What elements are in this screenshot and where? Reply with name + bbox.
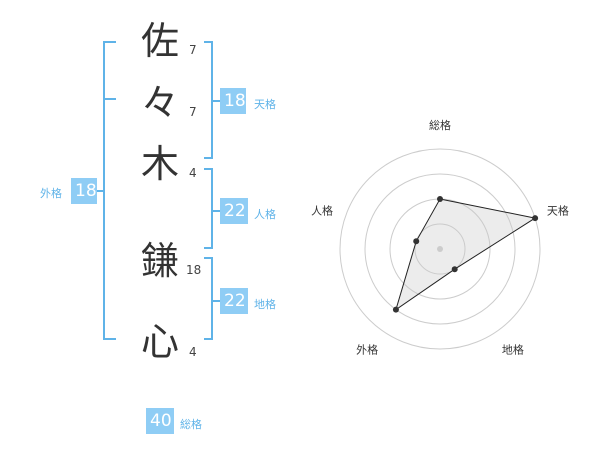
radar-area — [395, 198, 537, 311]
radar-point-5 — [413, 238, 420, 245]
radar-point-3 — [451, 266, 458, 273]
gaikaku-label: 外格 — [40, 187, 62, 200]
radar-ring-4 — [339, 148, 541, 350]
gaikaku-badge: 18 — [71, 178, 97, 204]
stroke-count-3: 4 — [189, 166, 197, 180]
radar-center — [437, 246, 443, 252]
radar-point-2 — [532, 215, 539, 222]
radar-axis-label-5: 人格 — [311, 204, 333, 218]
name-char-4: 鎌 — [140, 239, 179, 283]
chikaku-bracket — [204, 257, 213, 340]
radar-axis-label-3: 地格 — [502, 342, 524, 356]
name-char-1: 佐 — [140, 19, 179, 63]
name-char-5: 心 — [140, 320, 179, 364]
radar-axis-label-1: 総格 — [429, 118, 451, 132]
radar-ring-1 — [414, 223, 466, 275]
radar-point-1 — [437, 196, 443, 202]
tenkaku-label: 天格 — [254, 98, 276, 111]
stroke-count-1: 7 — [189, 43, 197, 57]
name-char-3: 木 — [140, 142, 179, 186]
jinkaku-label: 人格 — [254, 208, 276, 221]
name-char-2: 々 — [140, 81, 179, 125]
soukaku-label: 総格 — [180, 418, 202, 431]
jinkaku-bracket — [204, 168, 213, 249]
radar-ring-3 — [364, 173, 516, 325]
stroke-count-2: 7 — [189, 105, 197, 119]
tenkaku-badge: 18 — [220, 88, 246, 114]
radar-axis-label-4: 外格 — [356, 342, 378, 356]
radar-point-4 — [392, 306, 399, 313]
chikaku-label: 地格 — [254, 298, 276, 311]
stroke-count-5: 4 — [189, 345, 197, 359]
stroke-count-4: 18 — [186, 263, 202, 277]
chikaku-badge: 22 — [220, 288, 248, 314]
radar-axis-label-2: 天格 — [547, 204, 569, 218]
soukaku-badge: 40 — [146, 408, 174, 434]
jinkaku-badge: 22 — [220, 198, 248, 224]
